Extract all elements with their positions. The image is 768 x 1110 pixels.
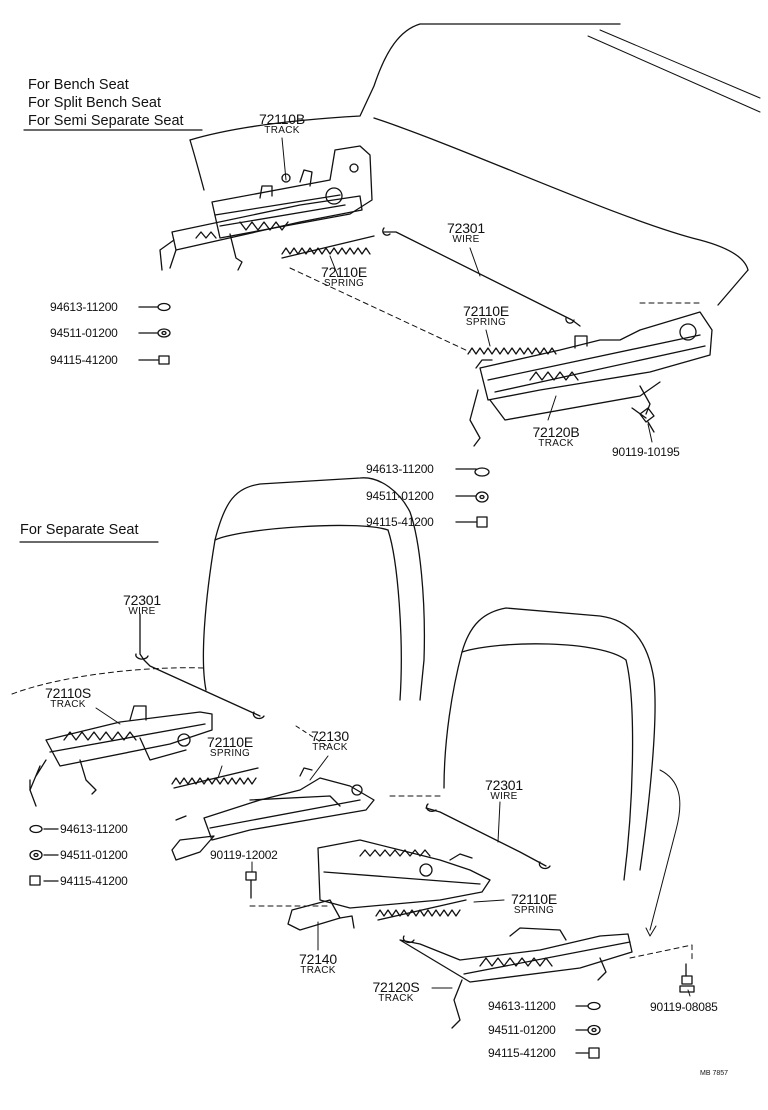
- part-name: TRACK: [538, 438, 574, 449]
- label-bolt-90119-10195: 90119-10195: [612, 445, 680, 459]
- part-name: SPRING: [513, 905, 555, 916]
- bench-seat-outline: [189, 23, 761, 353]
- bolt-90119-08085-drawing: [679, 963, 695, 993]
- hardware-top-left-drawing: [138, 302, 171, 365]
- bolt-90119-10195-drawing: [631, 407, 655, 433]
- part-name: SPRING: [209, 748, 251, 759]
- hardware-bottom-right-3: 94115-41200: [488, 1046, 556, 1060]
- part-number: 72110E: [510, 891, 558, 907]
- hardware-top-left-2: 94511-01200: [50, 326, 118, 340]
- spring-72110E-b-drawing: [467, 347, 557, 355]
- hardware-bottom-right-1: 94613-11200: [488, 999, 556, 1013]
- label-track-72140: 72140 TRACK: [299, 952, 337, 976]
- bolt-90119-12002-drawing: [245, 871, 257, 899]
- separate-seat-backs: [11, 477, 693, 961]
- part-number: 72301: [123, 592, 161, 608]
- track-72110S-drawing: [29, 705, 213, 807]
- label-bolt-90119-08085: 90119-08085: [650, 1000, 718, 1014]
- hardware-top-left-3: 94115-41200: [50, 353, 118, 367]
- wire-72301-top-drawing: [382, 227, 581, 327]
- label-track-72120S: 72120S TRACK: [372, 980, 419, 1004]
- part-number: 72301: [447, 220, 485, 236]
- track-72120B-drawing: [469, 311, 713, 447]
- part-name: SPRING: [465, 317, 507, 328]
- spring-72110E-c-drawing: [171, 767, 259, 789]
- wire-72301-right-drawing: [425, 803, 551, 870]
- hardware-top-right-3: 94115-41200: [366, 515, 434, 529]
- part-number: 72110S: [44, 685, 92, 701]
- part-number: 72110E: [320, 264, 368, 280]
- part-number: 72120S: [372, 979, 420, 995]
- part-number: 72130: [311, 728, 349, 744]
- label-wire-72301-right: 72301 WIRE: [485, 778, 523, 802]
- hardware-top-right-1: 94613-11200: [366, 462, 434, 476]
- label-spring-72110E-b: 72110E SPRING: [463, 304, 509, 328]
- hardware-bottom-right-2: 94511-01200: [488, 1023, 556, 1037]
- hardware-top-left-1: 94613-11200: [50, 300, 118, 314]
- part-name: TRACK: [312, 742, 348, 753]
- track-72130-drawing: [171, 767, 375, 861]
- part-number: 72110B: [258, 111, 306, 127]
- track-72120S-drawing: [399, 927, 633, 1029]
- part-number: 72140: [299, 951, 337, 967]
- part-name: TRACK: [378, 993, 414, 1004]
- label-spring-72110E-d: 72110E SPRING: [511, 892, 557, 916]
- part-number: 72110E: [462, 303, 510, 319]
- hardware-top-right-drawing: [455, 467, 490, 528]
- label-track-72110B: 72110B TRACK: [259, 112, 305, 136]
- part-name: WIRE: [128, 606, 156, 617]
- spring-72110E-a-drawing: [281, 235, 375, 259]
- hardware-bottom-left-drawing: [29, 824, 59, 886]
- hardware-bottom-right-drawing: [575, 1001, 601, 1059]
- part-name: WIRE: [490, 791, 518, 802]
- part-name: TRACK: [264, 125, 300, 136]
- label-spring-72110E-a: 72110E SPRING: [321, 265, 367, 289]
- hardware-top-right-2: 94511-01200: [366, 489, 434, 503]
- wire-72301-left-drawing: [135, 613, 265, 720]
- label-wire-72301-top: 72301 WIRE: [447, 221, 485, 245]
- part-number: 72120B: [532, 424, 580, 440]
- part-name: WIRE: [452, 234, 480, 245]
- heading-semi-separate-seat: For Semi Separate Seat: [28, 113, 184, 129]
- label-bolt-90119-12002: 90119-12002: [210, 848, 278, 862]
- hardware-bottom-left-3: 94115-41200: [60, 874, 128, 888]
- part-name: TRACK: [300, 965, 336, 976]
- track-72110B-drawing: [159, 145, 373, 271]
- track-72140-drawing: [287, 839, 491, 931]
- heading-bench-seat: For Bench Seat: [28, 77, 129, 93]
- label-track-72110S: 72110S TRACK: [45, 686, 91, 710]
- part-number: 72301: [485, 777, 523, 793]
- part-name: SPRING: [323, 278, 365, 289]
- label-wire-72301-left: 72301 WIRE: [123, 593, 161, 617]
- hardware-bottom-left-2: 94511-01200: [60, 848, 128, 862]
- heading-split-bench-seat: For Split Bench Seat: [28, 95, 161, 111]
- hardware-bottom-left-1: 94613-11200: [60, 822, 128, 836]
- label-spring-72110E-c: 72110E SPRING: [207, 735, 253, 759]
- label-track-72120B: 72120B TRACK: [532, 425, 579, 449]
- spring-72110E-d-drawing: [375, 899, 467, 921]
- part-name: TRACK: [50, 699, 86, 710]
- part-number: 72110E: [206, 734, 254, 750]
- leader-lines: [95, 137, 691, 997]
- heading-separate-seat: For Separate Seat: [20, 522, 139, 538]
- label-track-72130: 72130 TRACK: [311, 729, 349, 753]
- diagram-code: MB 7857: [700, 1070, 729, 1077]
